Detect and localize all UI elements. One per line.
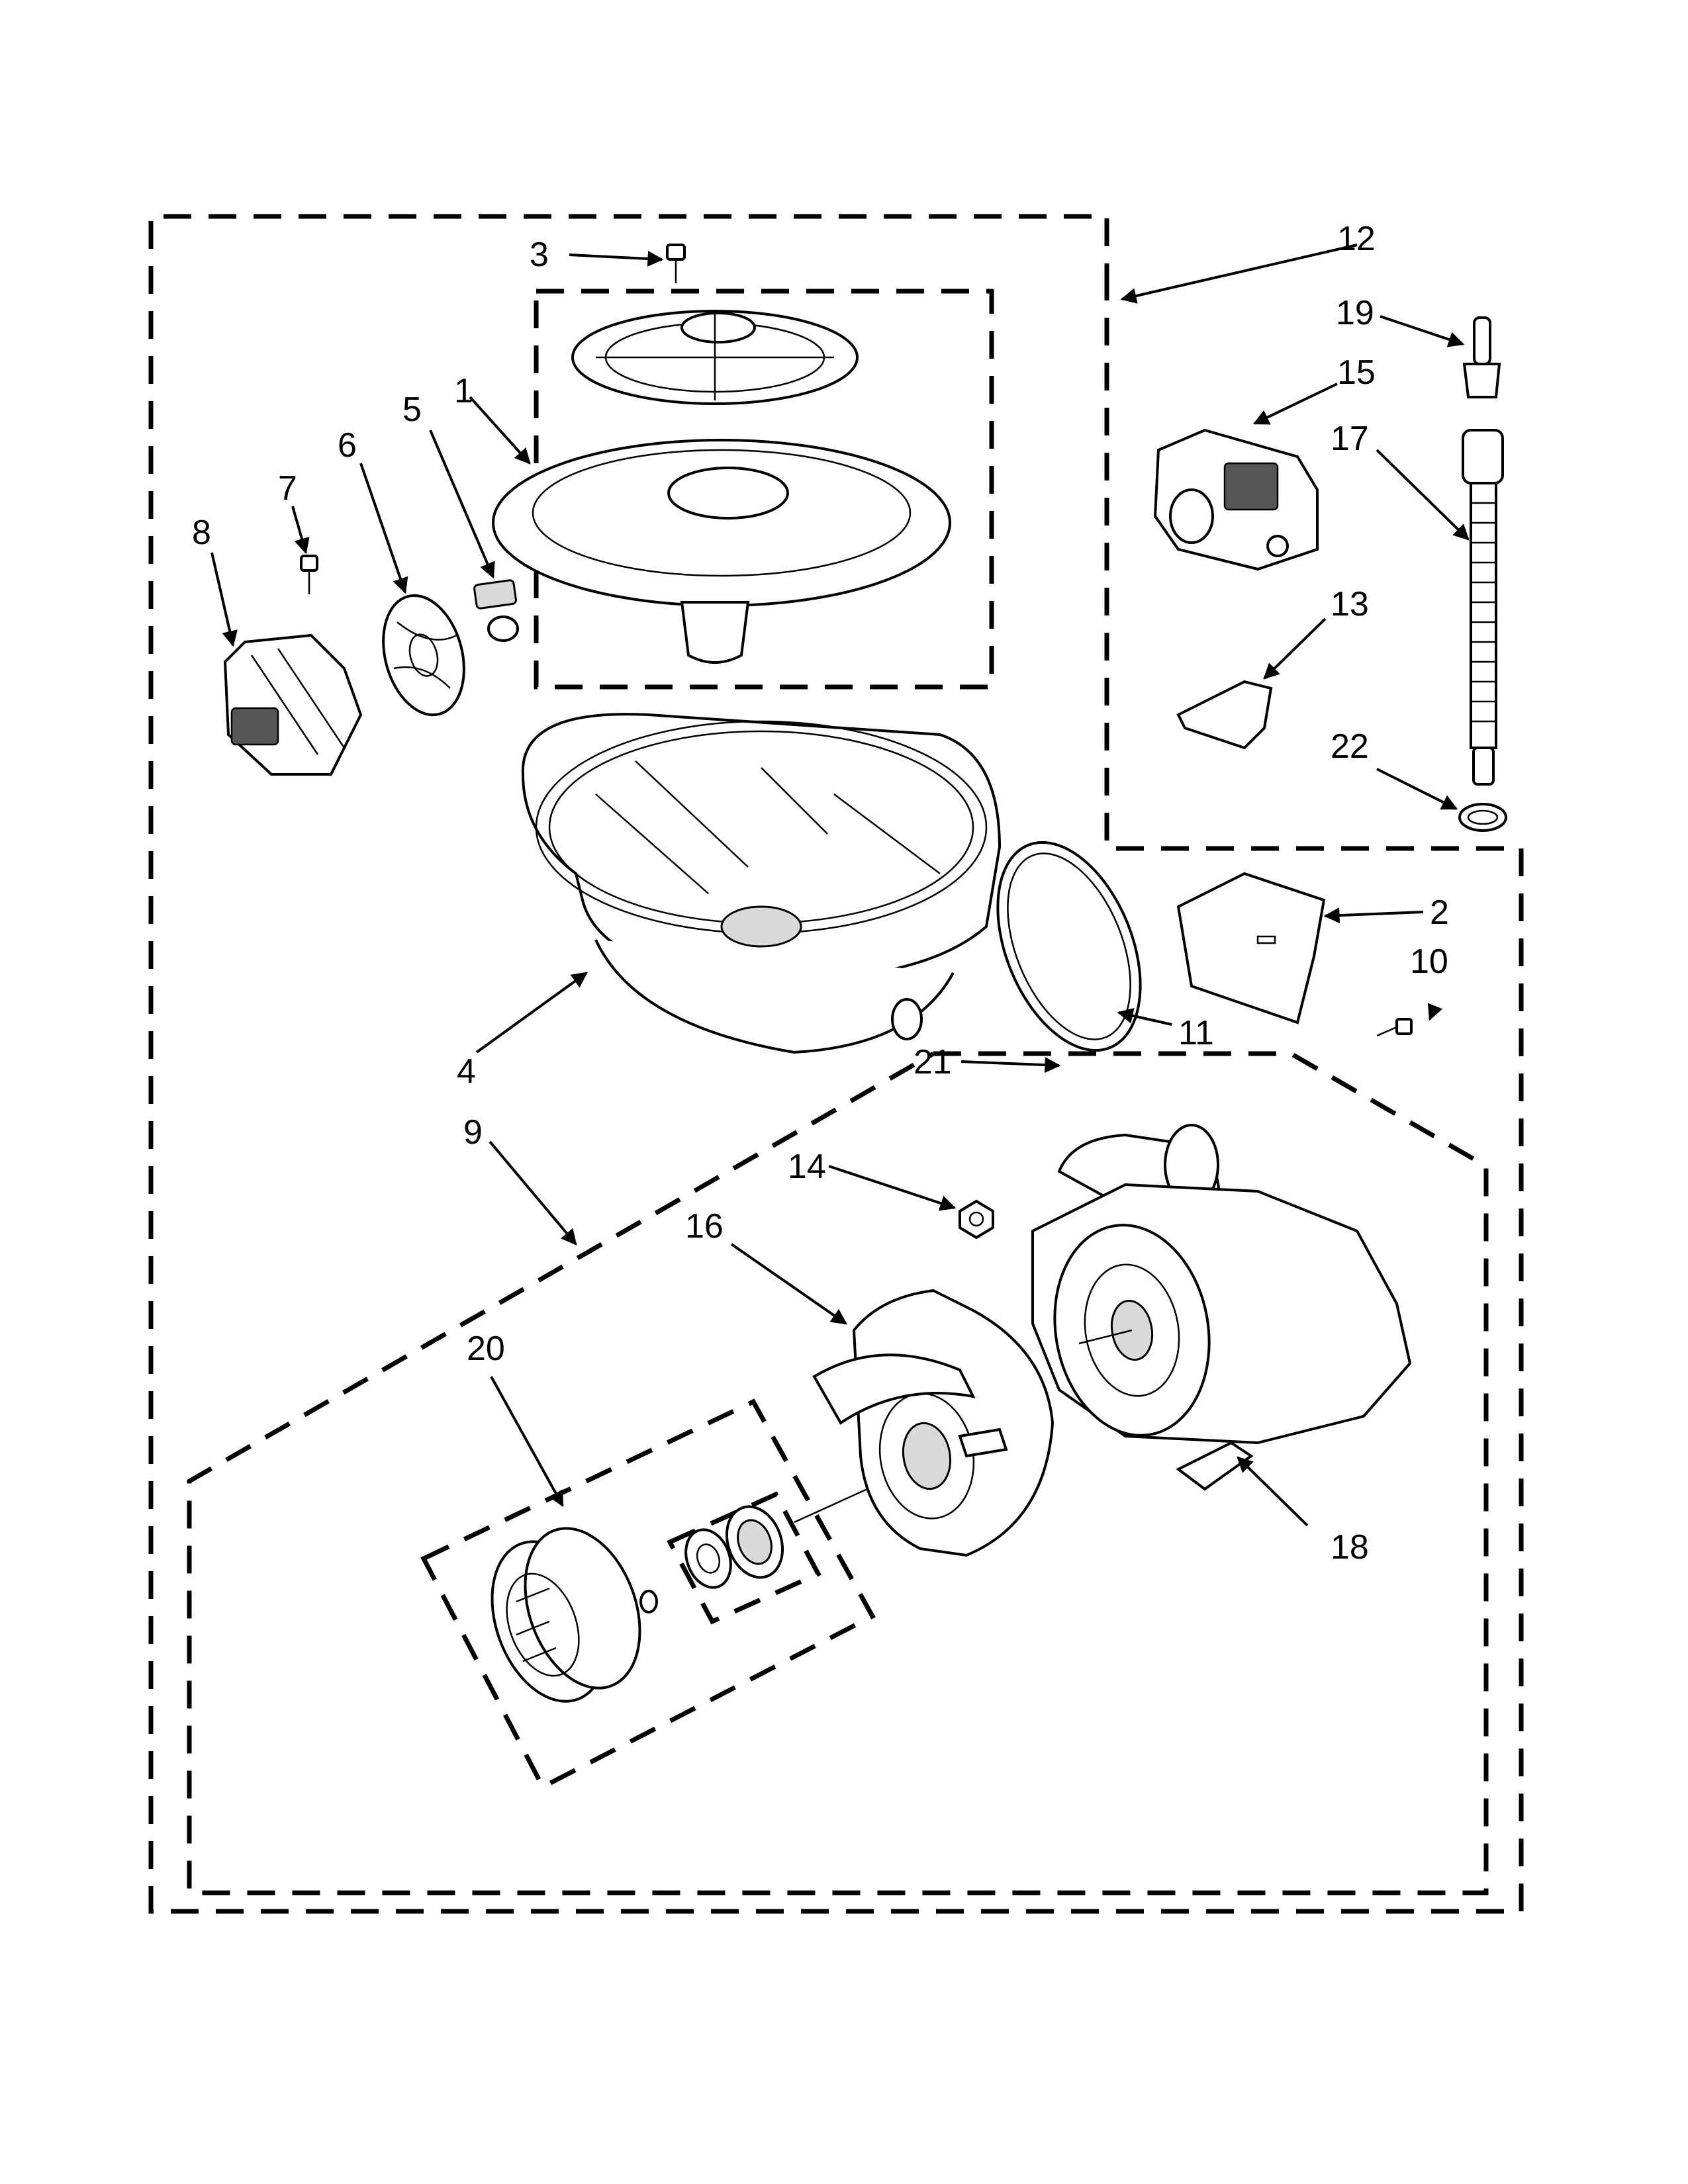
callout-16: 16 [685,1207,724,1246]
seal-kit-boundary [420,1398,876,1790]
callout-8: 8 [192,514,211,552]
sump-part-4 [521,713,1002,1054]
gasket-part-11 [996,841,1142,1052]
callout-9: 9 [463,1113,483,1152]
callout-13: 13 [1331,585,1369,623]
pump-housing-part-16 [812,1289,1055,1557]
callout-7: 7 [278,469,297,508]
screw-part-3 [666,244,686,283]
pump-motor-part-18 [1031,1124,1412,1491]
housing-part-8 [223,633,363,776]
motor-part-15 [1153,428,1319,571]
spray-arm-part-1 [492,310,951,664]
impeller-part-6 [382,594,465,717]
callout-12: 12 [1337,220,1376,258]
pump-group-boundary [187,1051,1489,1895]
callout-labels: 3 1 5 6 7 8 4 9 12 19 15 17 13 22 2 10 1… [192,220,1449,1567]
clamp-part-22 [1458,803,1507,832]
callout-21: 21 [914,1043,952,1081]
cover-part-2 [1176,872,1326,1024]
connector-part-19 [1462,316,1501,398]
seal-inner-boundary [667,1491,821,1625]
callout-2: 2 [1430,893,1449,932]
callout-4: 4 [457,1052,476,1091]
filter-part-5 [473,579,519,642]
callout-19: 19 [1336,294,1374,332]
screw-part-10 [1376,1018,1413,1037]
callout-22: 22 [1331,727,1369,766]
nut-part-14 [959,1199,994,1240]
callout-17: 17 [1331,420,1369,458]
callout-15: 15 [1337,353,1376,392]
hose-part-17 [1462,429,1504,786]
callout-10: 10 [1410,942,1448,981]
screw-part-7 [300,555,318,594]
callout-1: 1 [454,372,473,410]
callout-3: 3 [530,236,549,274]
callout-6: 6 [338,426,357,465]
callout-14: 14 [788,1148,826,1186]
callout-20: 20 [467,1330,505,1368]
seal-kit-part-20 [491,1488,868,1703]
leader-lines [211,244,1470,1527]
callout-11: 11 [1178,1014,1214,1052]
outer-assembly-boundary [148,214,1524,1914]
callout-18: 18 [1331,1528,1369,1567]
clip-part-13 [1176,680,1273,750]
callout-5: 5 [402,390,422,429]
